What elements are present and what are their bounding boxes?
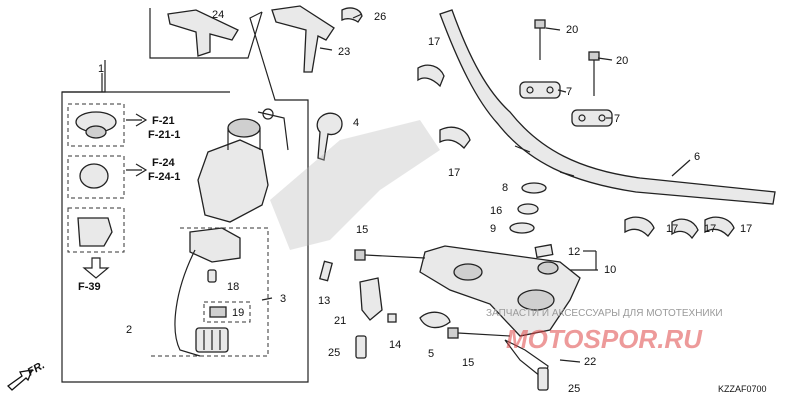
bolt-upper-left — [534, 19, 546, 60]
ignition-key — [316, 112, 343, 161]
inner-box-3 — [150, 227, 269, 357]
callout-17d: 17 — [704, 223, 716, 235]
callout-4: 4 — [353, 117, 359, 129]
bolt-upper-right — [588, 51, 600, 96]
callout-18: 18 — [227, 281, 239, 293]
callout-14: 14 — [389, 339, 401, 351]
callout-12: 12 — [568, 246, 580, 258]
callout-17b: 17 — [448, 167, 460, 179]
bracket-23 — [271, 5, 335, 73]
callout-17e: 17 — [740, 223, 752, 235]
callout-25a: 25 — [328, 347, 340, 359]
leader-lines — [101, 13, 691, 363]
callout-1: 1 — [98, 63, 104, 75]
callout-6: 6 — [694, 151, 700, 163]
watermark-text: ЗАПЧАСТИ И АКСЕССУАРЫ ДЛЯ МОТОТЕХНИКИ — [486, 308, 723, 319]
callout-8: 8 — [502, 182, 508, 194]
callout-17a: 17 — [428, 36, 440, 48]
callout-20a: 20 — [566, 24, 578, 36]
callout-24: 24 — [212, 9, 224, 21]
callout-15a: 15 — [356, 224, 368, 236]
callout-22: 22 — [584, 356, 596, 368]
callout-15b: 15 — [462, 357, 474, 369]
top-bridge — [419, 245, 581, 382]
small-screw-18 — [207, 269, 217, 283]
callout-7a: 7 — [566, 86, 572, 98]
ref-f39: F-39 — [78, 281, 101, 293]
ref-f21-1: F-21-1 — [148, 129, 180, 141]
cable-clamp — [417, 64, 735, 240]
callout-16: 16 — [490, 205, 502, 217]
wire-clip-19 — [203, 301, 251, 323]
callout-19: 19 — [232, 307, 244, 319]
ref-f24: F-24 — [152, 157, 176, 169]
front-direction-label: FR. — [26, 359, 47, 378]
inset-boxes — [67, 103, 148, 279]
callout-25b: 25 — [568, 383, 580, 395]
callout-17c: 17 — [666, 223, 678, 235]
callout-9: 9 — [490, 223, 496, 235]
handlebar — [439, 9, 776, 205]
upper-holder-right — [571, 109, 613, 127]
callout-26: 26 — [374, 11, 386, 23]
callout-23: 23 — [338, 46, 350, 58]
callout-21: 21 — [334, 315, 346, 327]
washers — [509, 182, 554, 259]
upper-holder-left — [519, 81, 561, 99]
callout-3: 3 — [280, 293, 286, 305]
watermark-logo: MOTOSPOR.RU — [506, 324, 703, 354]
callout-7b: 7 — [614, 113, 620, 125]
callout-20b: 20 — [616, 55, 628, 67]
callout-2: 2 — [126, 324, 132, 336]
front-direction-arrow-icon — [6, 369, 34, 391]
ref-f24-1: F-24-1 — [148, 171, 180, 183]
ref-f21: F-21 — [152, 115, 175, 127]
bracket-24 — [149, 8, 263, 59]
wing-watermark — [270, 120, 440, 250]
ignition-switch-box — [61, 11, 309, 383]
clip-26 — [341, 7, 363, 23]
callout-10: 10 — [604, 264, 616, 276]
diagram-code: KZZAF0700 — [718, 384, 767, 394]
bolts-lower — [319, 249, 549, 391]
callout-5: 5 — [428, 348, 434, 360]
ignition-switch — [197, 108, 289, 223]
callout-13: 13 — [318, 295, 330, 307]
